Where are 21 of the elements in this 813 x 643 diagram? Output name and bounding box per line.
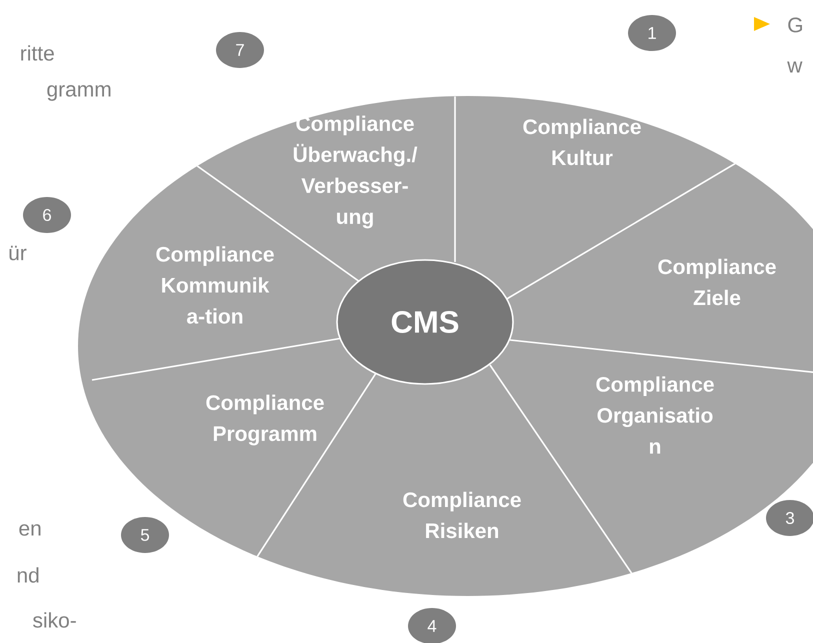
text-fragment: nd	[18, 567, 38, 583]
text-fragment: G	[788, 18, 802, 32]
text-fragment: ür	[10, 246, 26, 260]
segment-label: Compliance Kommunik a-tion	[156, 246, 274, 324]
number-badge: 1	[628, 15, 676, 51]
segment-label: Compliance Überwachg./ Verbesser- ung	[294, 116, 418, 228]
number-badge: 6	[23, 197, 71, 233]
segment-label: Compliance Risiken	[403, 492, 521, 538]
segment-label: Compliance Ziele	[658, 258, 776, 306]
text-fragment: siko-	[33, 612, 76, 628]
text-fragment: gramm	[47, 85, 110, 101]
number-badge: 3	[766, 500, 813, 536]
text-fragment: w	[787, 61, 802, 73]
text-fragment: ritte	[21, 45, 54, 61]
segment-label: Compliance Kultur	[523, 118, 641, 166]
segment-label: Compliance Organisatio n	[596, 376, 714, 454]
number-badge: 5	[121, 517, 169, 553]
segment-label: Compliance Programm	[206, 394, 324, 446]
text-fragment: en	[19, 524, 40, 536]
number-badge: 4	[408, 608, 456, 643]
number-badge: 7	[216, 32, 264, 68]
